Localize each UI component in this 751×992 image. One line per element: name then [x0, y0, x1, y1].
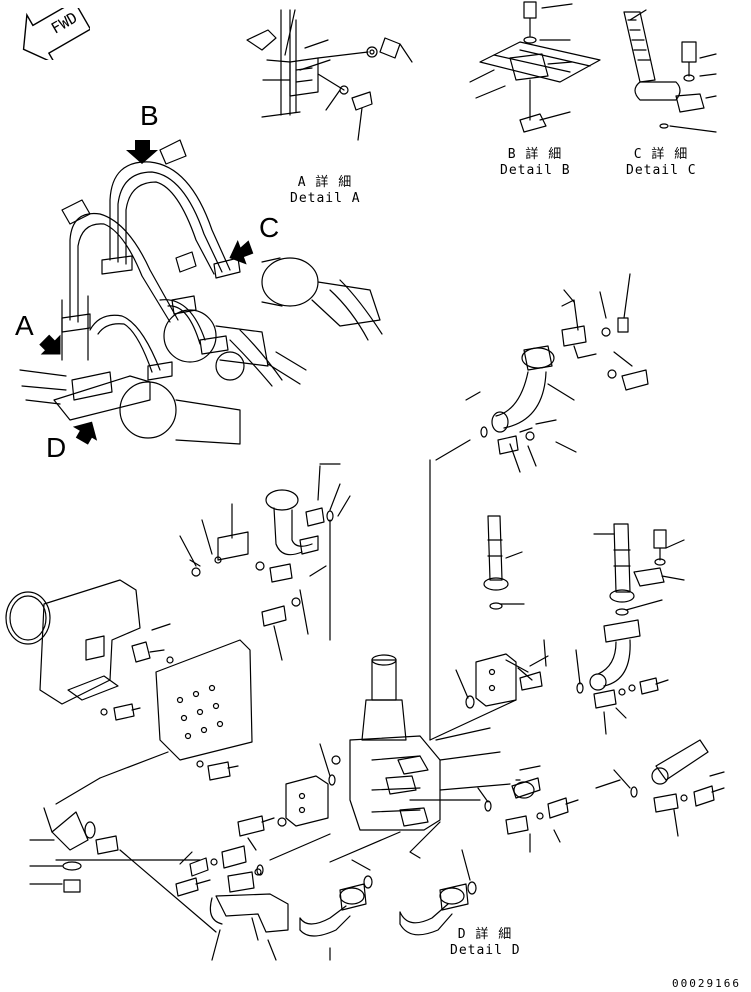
detail-d-caption-jp: D 詳 細 [457, 927, 513, 942]
drawing-number: 00029166 [672, 977, 741, 990]
hose-fittings-lower-right [477, 739, 725, 853]
mounting-plate-illustration [5, 559, 253, 781]
control-valve-illustration [269, 439, 621, 863]
detail-c-caption-jp: C 詳 細 [633, 147, 689, 162]
detail-c-caption-en: Detail C [626, 163, 697, 178]
detail-c-illustration [623, 9, 717, 133]
detail-b-caption-en: Detail B [500, 163, 571, 178]
detail-a-caption-en: Detail A [290, 191, 361, 206]
elbow-pipe-middle-left [179, 465, 341, 661]
callout-letter-c: C [259, 212, 280, 243]
bottom-left-fittings [29, 777, 289, 961]
detail-d-caption-en: Detail D [450, 943, 521, 958]
callout-letter-d: D [46, 432, 67, 463]
callout-letter-a: A [15, 310, 34, 341]
callout-letter-b: B [140, 100, 159, 131]
misc-small-parts [237, 463, 351, 876]
detail-c-caption: C 詳 細 Detail C [626, 148, 696, 177]
callout-arrows [39, 140, 254, 445]
elbow-pipe-upper [465, 273, 649, 473]
detail-b-caption: B 詳 細 Detail B [500, 148, 570, 177]
detail-a-illustration [246, 9, 413, 141]
detail-a-caption-jp: A 詳 細 [297, 175, 353, 190]
detail-d-illustration [299, 849, 477, 961]
machine-overview-illustration [19, 139, 383, 445]
detail-d-caption: D 詳 細 Detail D [450, 928, 520, 957]
detail-b-caption-jp: B 詳 細 [507, 147, 563, 162]
detail-b-illustration [469, 1, 601, 133]
hose-fittings-right [455, 515, 685, 735]
detail-a-caption: A 詳 細 Detail A [290, 176, 360, 205]
